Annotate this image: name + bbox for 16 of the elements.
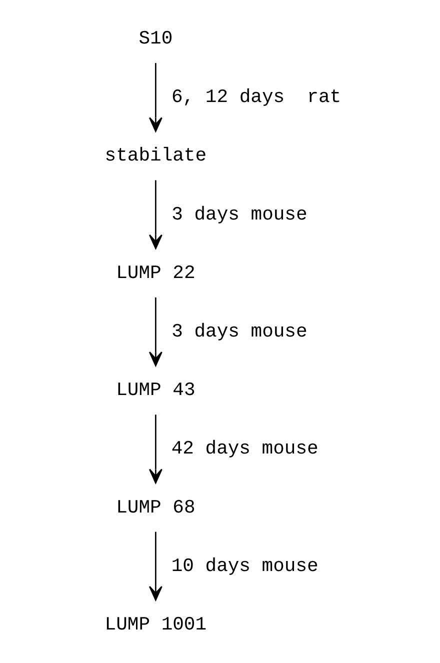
edge-label: 42 days mouse (171, 438, 318, 460)
arrow (148, 414, 162, 484)
edge-label: 3 days mouse (172, 203, 308, 226)
node-text: LUMP 1001 (104, 613, 207, 636)
node-text: LUMP 68 (116, 496, 196, 518)
node-text: LUMP 22 (116, 262, 196, 284)
arrow (148, 180, 162, 250)
edge-label: 6, 12 days rat (171, 86, 342, 108)
arrow (148, 532, 162, 601)
edge-label: 3 days mouse (172, 320, 308, 342)
node-text: S10 (138, 28, 173, 50)
edge-label: 10 days mouse (171, 554, 318, 577)
node-text: LUMP 43 (116, 379, 196, 402)
node-text: stabilate (104, 144, 207, 167)
arrow (148, 63, 162, 132)
arrow (148, 297, 162, 366)
